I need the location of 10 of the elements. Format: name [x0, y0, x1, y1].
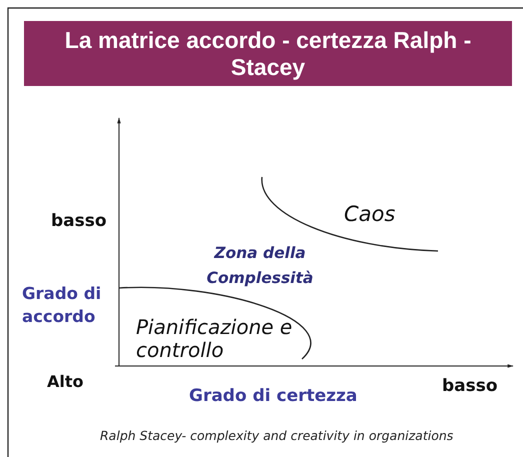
zone-label: Caos — [344, 202, 396, 228]
source-caption: Ralph Stacey- complexity and creativity in organizations — [100, 428, 454, 443]
zone-label: Pianificazione e controllo — [136, 316, 294, 362]
axis-end-label: basso — [51, 211, 107, 232]
axis-end-label: Alto — [47, 372, 84, 392]
axis-title: Grado di accordo — [22, 283, 102, 328]
title-banner: La matrice accordo - certezza Ralph - Stacey — [24, 21, 512, 86]
axis-end-label: basso — [442, 376, 498, 396]
axis-title: Grado di certezza — [189, 386, 358, 406]
zone-label: Zona della Complessità — [206, 243, 314, 289]
